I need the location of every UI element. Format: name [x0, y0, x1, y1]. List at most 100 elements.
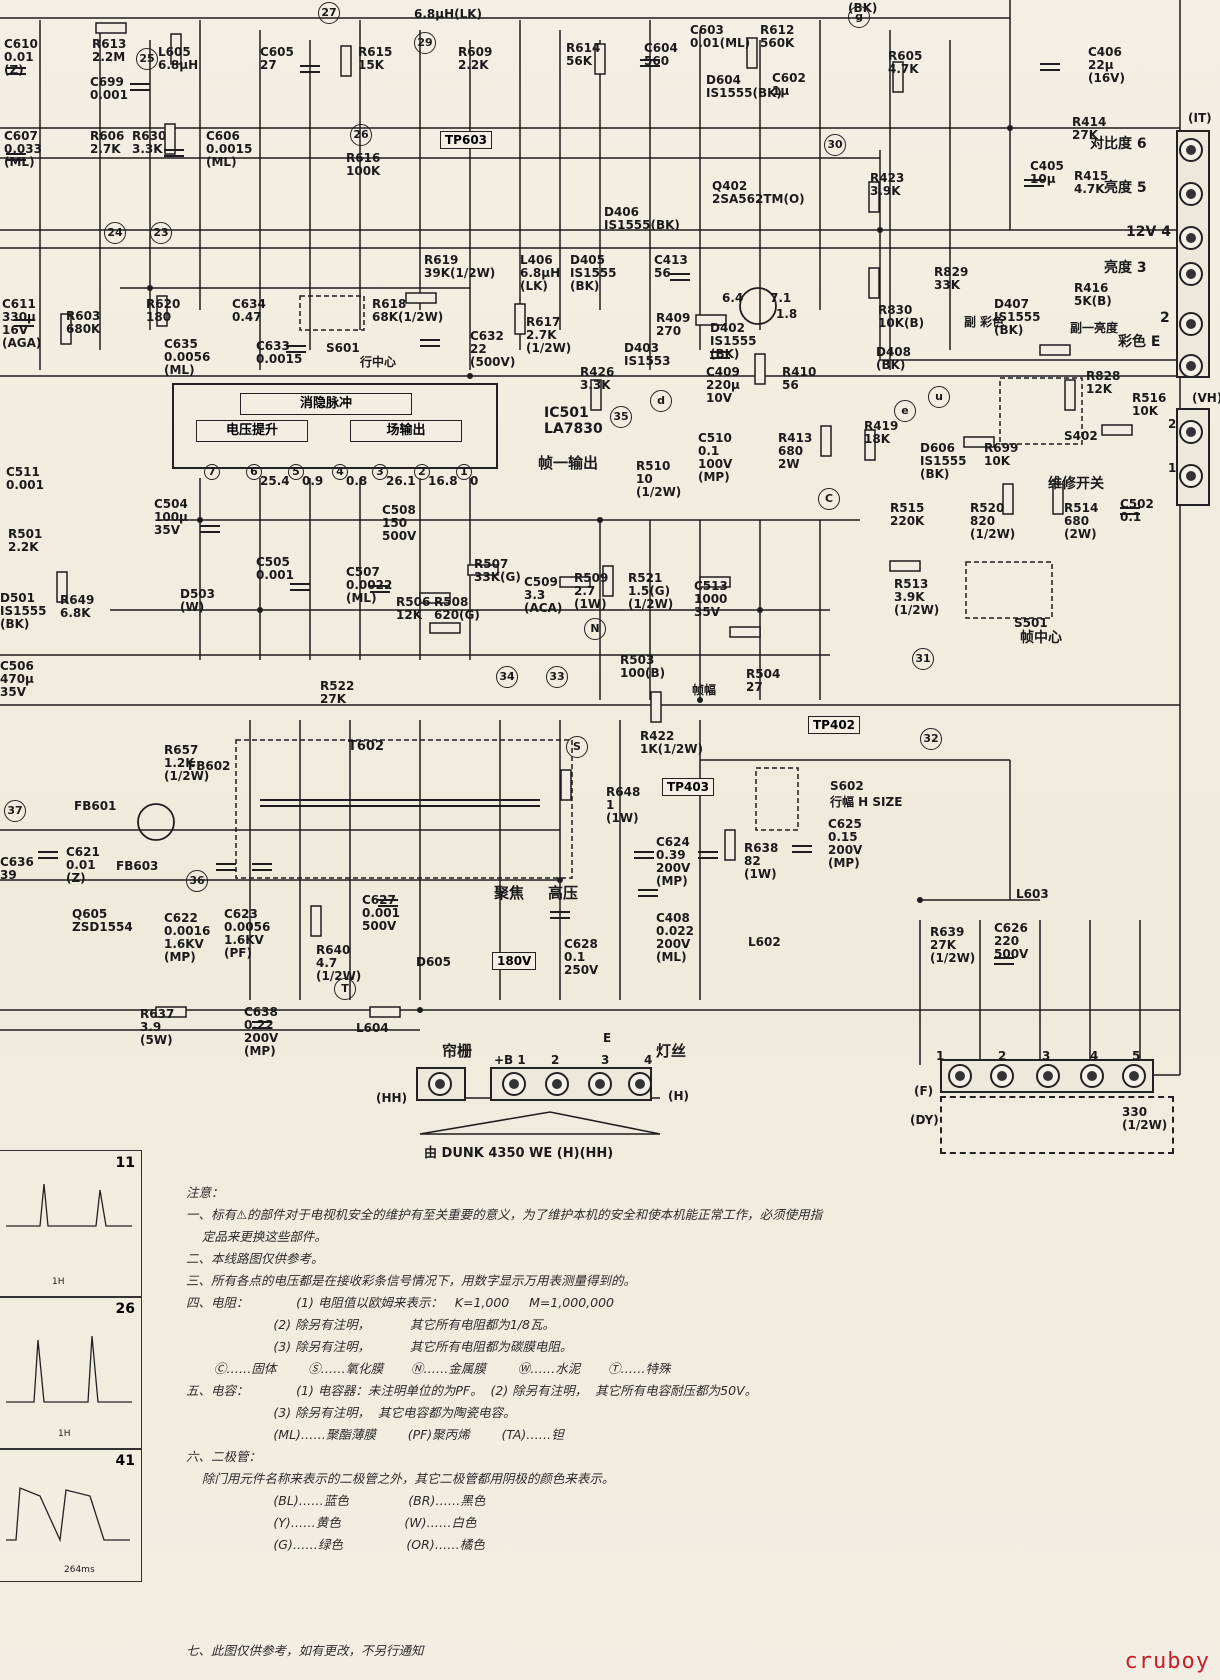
component-label: D501 IS1555 (BK): [0, 591, 47, 631]
testpoint-tp603: TP603: [440, 131, 493, 149]
component-label: FB602: [188, 759, 231, 773]
signal-marker: e: [894, 400, 916, 422]
note-line: 定品来更换这些部件。: [186, 1229, 327, 1244]
note-line: 四、电阻： (1) 电阻值以欧姆来表示： K=1,000 M=1,000,000: [186, 1295, 614, 1310]
component-label: Q605 ZSD1554: [72, 907, 133, 934]
connector-it-pin-e: 彩色 E: [1118, 334, 1161, 350]
component-label: R520 820 (1/2W): [970, 501, 1016, 541]
component-label: R603 680K: [66, 309, 101, 336]
component-label: C413 56: [654, 253, 688, 280]
connector-f-pin-3: 3: [1042, 1049, 1051, 1063]
connector-source: 由 DUNK 4350 WE (H)(HH): [424, 1146, 614, 1161]
ic-name: IC501: [544, 405, 589, 421]
component-label: 副一亮度: [1070, 321, 1119, 335]
note-line: 七、此图仅供参考，如有更改，不另行通知: [186, 1643, 424, 1658]
component-label: C633 0.0015: [256, 339, 303, 366]
component-label: L602: [748, 935, 781, 949]
component-label: R507 33K(G): [474, 557, 521, 584]
ic-pin-voltage: 16.8: [428, 474, 458, 488]
ic-pin-number: 4: [332, 464, 348, 480]
ic-pin-number: 1: [456, 464, 472, 480]
component-label: C406 22μ (16V): [1088, 45, 1125, 85]
component-label: D606 IS1555 (BK): [920, 441, 967, 481]
component-label: C621 0.01 (Z): [66, 845, 100, 885]
component-label: C603 0.01(ML): [690, 23, 751, 50]
ic-pin-number: 6: [246, 464, 262, 480]
component-label: R419 18K: [864, 419, 899, 446]
connector-f-pin-5: 5: [1132, 1049, 1141, 1063]
component-label: R414 27K: [1072, 115, 1107, 142]
signal-marker: N: [584, 618, 606, 640]
connector-dy-label: (DY): [910, 1113, 939, 1127]
waveform-number: 11: [115, 1155, 135, 1171]
connector-f-pin-1: 1: [936, 1049, 945, 1063]
component-label: FB603: [116, 859, 159, 873]
signal-marker: g: [848, 6, 870, 28]
component-label: R513 3.9K (1/2W): [894, 577, 940, 617]
connector-pin: [1179, 420, 1203, 444]
component-label: R504 27: [746, 667, 781, 694]
component-label: R501 2.2K: [8, 527, 43, 554]
testpoint-180v: 180V: [492, 952, 537, 970]
component-label: R615 15K: [358, 45, 393, 72]
component-label: R606 2.7K: [90, 129, 125, 156]
signal-marker: S: [566, 736, 588, 758]
connector-it-pin-4: 12V 4: [1126, 224, 1171, 240]
connector-pin: [545, 1072, 569, 1096]
component-label: D604 IS1555(BK): [706, 73, 782, 100]
connector-it-pin-5: 亮度 5: [1104, 180, 1147, 196]
component-label: 6.4: [722, 291, 744, 305]
connector-pin: [1179, 464, 1203, 488]
component-label: R413 680 2W: [778, 431, 813, 471]
signal-marker: d: [650, 390, 672, 412]
connector-pin: [1179, 182, 1203, 206]
component-label: L406 6.8μH (LK): [520, 253, 561, 293]
connector-f-pin-4: 4: [1090, 1049, 1099, 1063]
component-label: C636 39: [0, 855, 34, 882]
connector-h-pin-2: 2: [551, 1053, 560, 1067]
component-label: C508 150 500V: [382, 503, 417, 543]
component-label: D503 (W): [180, 587, 216, 614]
signal-marker: 31: [912, 648, 934, 670]
component-label: R516 10K: [1132, 391, 1167, 418]
connector-h-label: (H): [668, 1089, 690, 1103]
component-label: L604: [356, 1021, 389, 1035]
connector-pin: [1179, 262, 1203, 286]
connector-pin: [502, 1072, 526, 1096]
connector-vh-pin-1: 1: [1168, 461, 1177, 475]
connector-pin: [1179, 226, 1203, 250]
connector-h-pin-1: +B 1: [494, 1053, 526, 1067]
component-label: R426 3.3K: [580, 365, 615, 392]
component-label: C505 0.001: [256, 555, 294, 582]
ic-pin-number: 7: [204, 464, 220, 480]
component-label: C408 0.022 200V (ML): [656, 911, 694, 964]
deflection-yoke: [940, 1096, 1174, 1154]
note-line: 五、电容： (1) 电容器：未注明单位的为PF。 (2) 除另有注明， 其它所有…: [186, 1383, 758, 1398]
connector-pin: [428, 1072, 452, 1096]
note-line: (ML)……聚酯薄膜 (PF)聚丙烯 (TA)……钽: [186, 1427, 564, 1442]
component-label: D406 IS1555(BK): [604, 205, 680, 232]
connector-pin: [1122, 1064, 1146, 1088]
component-label: R828 12K: [1086, 369, 1121, 396]
component-label: R506 12K: [396, 595, 431, 622]
connector-it-pin-6: 对比度 6: [1090, 136, 1147, 152]
component-label: R416 5K(B): [1074, 281, 1112, 308]
component-label: 副 彩色: [964, 315, 1005, 329]
connector-pin: [1179, 312, 1203, 336]
note-line: (2) 除另有注明， 其它所有电阻都为1/8瓦。: [186, 1317, 555, 1332]
signal-marker: 35: [610, 406, 632, 428]
component-label: C409 220μ 10V: [706, 365, 740, 405]
component-label: R521 1.5(G) (1/2W): [628, 571, 674, 611]
connector-it-pin-3: 亮度 3: [1104, 260, 1147, 276]
component-label: R619 39K(1/2W): [424, 253, 496, 280]
signal-marker: 34: [496, 666, 518, 688]
component-label: R409 270: [656, 311, 691, 338]
note-line: (G)……绿色 (OR)……橘色: [186, 1537, 485, 1552]
component-label: C604 560: [644, 41, 678, 68]
component-label: R612 560K: [760, 23, 795, 50]
ic-block-boost: 电压提升: [196, 420, 308, 442]
component-label: R637 3.9 (5W): [140, 1007, 175, 1047]
connector-it-label: (IT): [1188, 111, 1212, 125]
component-label: C602 1μ: [772, 71, 806, 98]
component-label: D408 (BK): [876, 345, 912, 372]
